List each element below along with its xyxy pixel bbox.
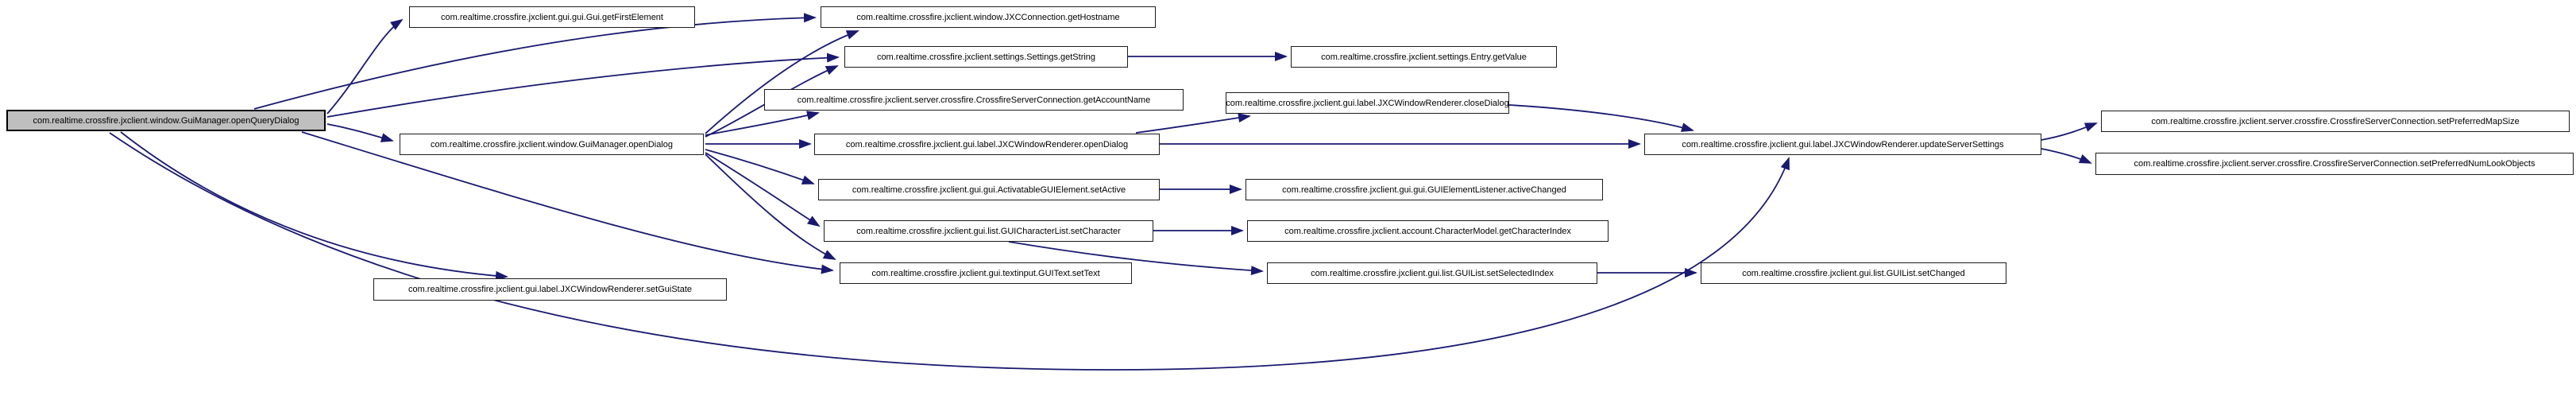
edge-openquerydialog-updateserversettings	[109, 132, 1790, 371]
node-set-preferred-num-look-objects[interactable]: com.realtime.crossfire.jxclient.server.c…	[2095, 153, 2574, 175]
node-set-changed[interactable]: com.realtime.crossfire.jxclient.gui.list…	[1701, 262, 2006, 284]
edge-openmanagerdialog-gethostname	[705, 30, 859, 134]
edge-updateserversettings-setpreferredmapsize	[2041, 122, 2098, 141]
node-update-server-settings[interactable]: com.realtime.crossfire.jxclient.gui.labe…	[1644, 134, 2041, 155]
node-get-character-index[interactable]: com.realtime.crossfire.jxclient.account.…	[1247, 220, 1609, 242]
edge-setcharacter-setselectedindex	[1008, 241, 1264, 276]
edge-openmanagerdialog-setcharacter	[705, 152, 821, 227]
node-get-first-element[interactable]: com.realtime.crossfire.jxclient.gui.gui.…	[409, 6, 695, 28]
edge-openquerydialog-openmanagerdialog	[326, 123, 394, 142]
node-set-gui-state[interactable]: com.realtime.crossfire.jxclient.gui.labe…	[373, 278, 727, 301]
node-renderer-open-dialog[interactable]: com.realtime.crossfire.jxclient.gui.labe…	[814, 134, 1160, 155]
node-active-changed[interactable]: com.realtime.crossfire.jxclient.gui.gui.…	[1246, 179, 1603, 200]
edge-rendereropendialog-closedialog	[1135, 113, 1251, 134]
node-get-hostname[interactable]: com.realtime.crossfire.jxclient.window.J…	[821, 6, 1156, 28]
node-set-preferred-map-size[interactable]: com.realtime.crossfire.jxclient.server.c…	[2101, 111, 2570, 132]
edge-openquerydialog-gethostname	[253, 13, 817, 110]
node-gui-manager-open-dialog[interactable]: com.realtime.crossfire.jxclient.window.G…	[400, 134, 704, 155]
node-set-character[interactable]: com.realtime.crossfire.jxclient.gui.list…	[824, 220, 1153, 242]
node-get-account-name[interactable]: com.realtime.crossfire.jxclient.server.c…	[764, 89, 1184, 111]
node-entry-get-value[interactable]: com.realtime.crossfire.jxclient.settings…	[1291, 46, 1557, 68]
edge-closedialog-updateserversettings	[1508, 104, 1694, 132]
node-set-selected-index[interactable]: com.realtime.crossfire.jxclient.gui.list…	[1267, 262, 1597, 284]
edge-openquerydialog-getstring	[326, 52, 840, 118]
edge-openquerydialog-settext	[301, 131, 834, 274]
node-set-active[interactable]: com.realtime.crossfire.jxclient.gui.gui.…	[818, 179, 1160, 200]
edge-openmanagerdialog-getaccountname	[705, 111, 820, 136]
edge-openquerydialog-setguistate	[120, 131, 508, 281]
edge-openmanagerdialog-settext	[705, 153, 836, 260]
edge-openmanagerdialog-setactive	[705, 149, 815, 184]
edge-updateserversettings-setpreferrednumlookobjects	[2041, 148, 2092, 164]
node-open-query-dialog[interactable]: com.realtime.crossfire.jxclient.window.G…	[6, 110, 326, 131]
edge-openquerydialog-getfirstelement	[326, 18, 404, 115]
node-settings-get-string[interactable]: com.realtime.crossfire.jxclient.settings…	[844, 46, 1128, 68]
node-set-text[interactable]: com.realtime.crossfire.jxclient.gui.text…	[840, 262, 1132, 284]
node-close-dialog[interactable]: com.realtime.crossfire.jxclient.gui.labe…	[1226, 92, 1509, 114]
